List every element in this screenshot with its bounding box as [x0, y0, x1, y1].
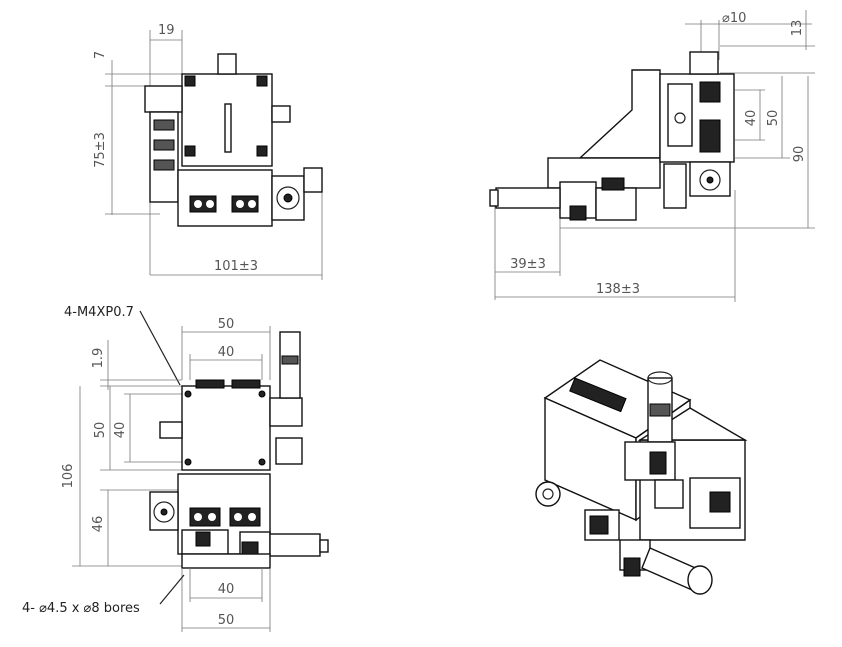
front-dim-width: 101±3 — [214, 259, 258, 274]
front-dim-offset: 19 — [158, 23, 175, 38]
top-dim-top-outer: 50 — [218, 317, 235, 332]
top-dim-top-inner: 40 — [218, 345, 235, 360]
side-dim-shaft: ⌀10 — [722, 11, 746, 26]
thread-label: 4-M4XP0.7 — [64, 305, 134, 320]
front-dim-height: 75±3 — [93, 132, 108, 168]
bores-label: 4- ⌀4.5 x ⌀8 bores — [22, 601, 140, 616]
top-dim-bottom-outer: 50 — [218, 613, 235, 628]
front-view: 19 7 75±3 101±3 — [93, 23, 323, 280]
side-dim-top: 13 — [790, 20, 805, 37]
side-dim-mid: 50 — [766, 110, 781, 127]
front-dim-top: 7 — [93, 51, 108, 59]
top-dim-total: 106 — [61, 464, 76, 489]
top-dim-gap: 1.9 — [91, 348, 106, 369]
side-dim-inner: 40 — [744, 110, 759, 127]
side-view: ⌀10 13 40 50 90 39±3 138±3 — [489, 10, 815, 302]
top-dim-side-inner: 40 — [113, 422, 128, 439]
side-dim-offset: 39±3 — [510, 257, 546, 272]
side-dim-length: 138±3 — [596, 282, 640, 297]
isometric-view — [535, 359, 748, 595]
side-dim-total: 90 — [792, 146, 807, 163]
top-dim-side-outer: 50 — [93, 422, 108, 439]
top-dim-lower: 46 — [91, 516, 106, 533]
top-dim-bottom-inner: 40 — [218, 582, 235, 597]
top-view: 4-M4XP0.7 50 40 1.9 50 40 106 46 — [22, 305, 329, 632]
